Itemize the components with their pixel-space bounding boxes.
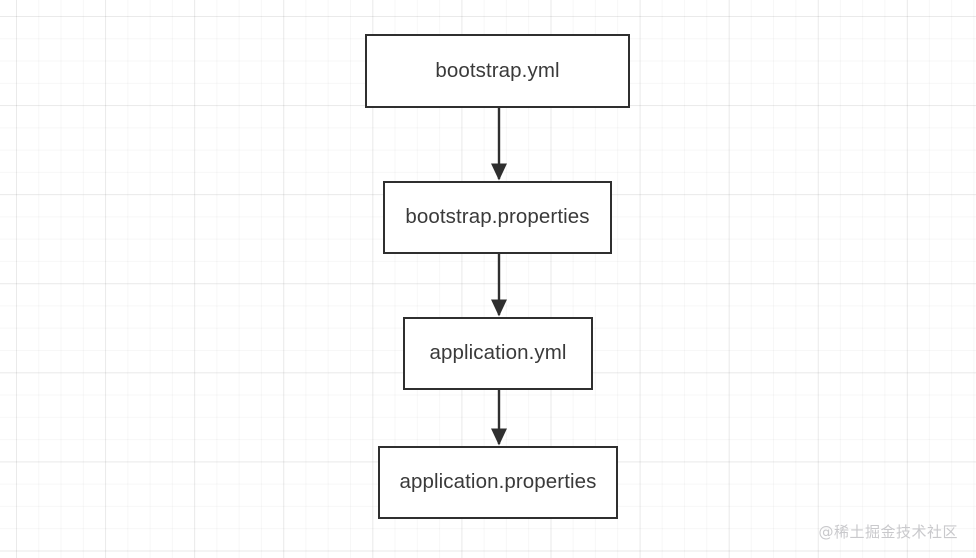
node-bootstrap-yml[interactable]: bootstrap.yml (365, 34, 630, 108)
node-label: bootstrap.yml (435, 58, 560, 82)
node-label: application.yml (429, 341, 567, 365)
node-application-yml[interactable]: application.yml (403, 317, 593, 390)
node-label: application.properties (399, 470, 597, 494)
node-application-properties[interactable]: application.properties (378, 446, 618, 519)
node-label: bootstrap.properties (405, 205, 590, 229)
node-bootstrap-properties[interactable]: bootstrap.properties (383, 181, 612, 254)
watermark: @稀土掘金技术社区 (818, 523, 958, 541)
